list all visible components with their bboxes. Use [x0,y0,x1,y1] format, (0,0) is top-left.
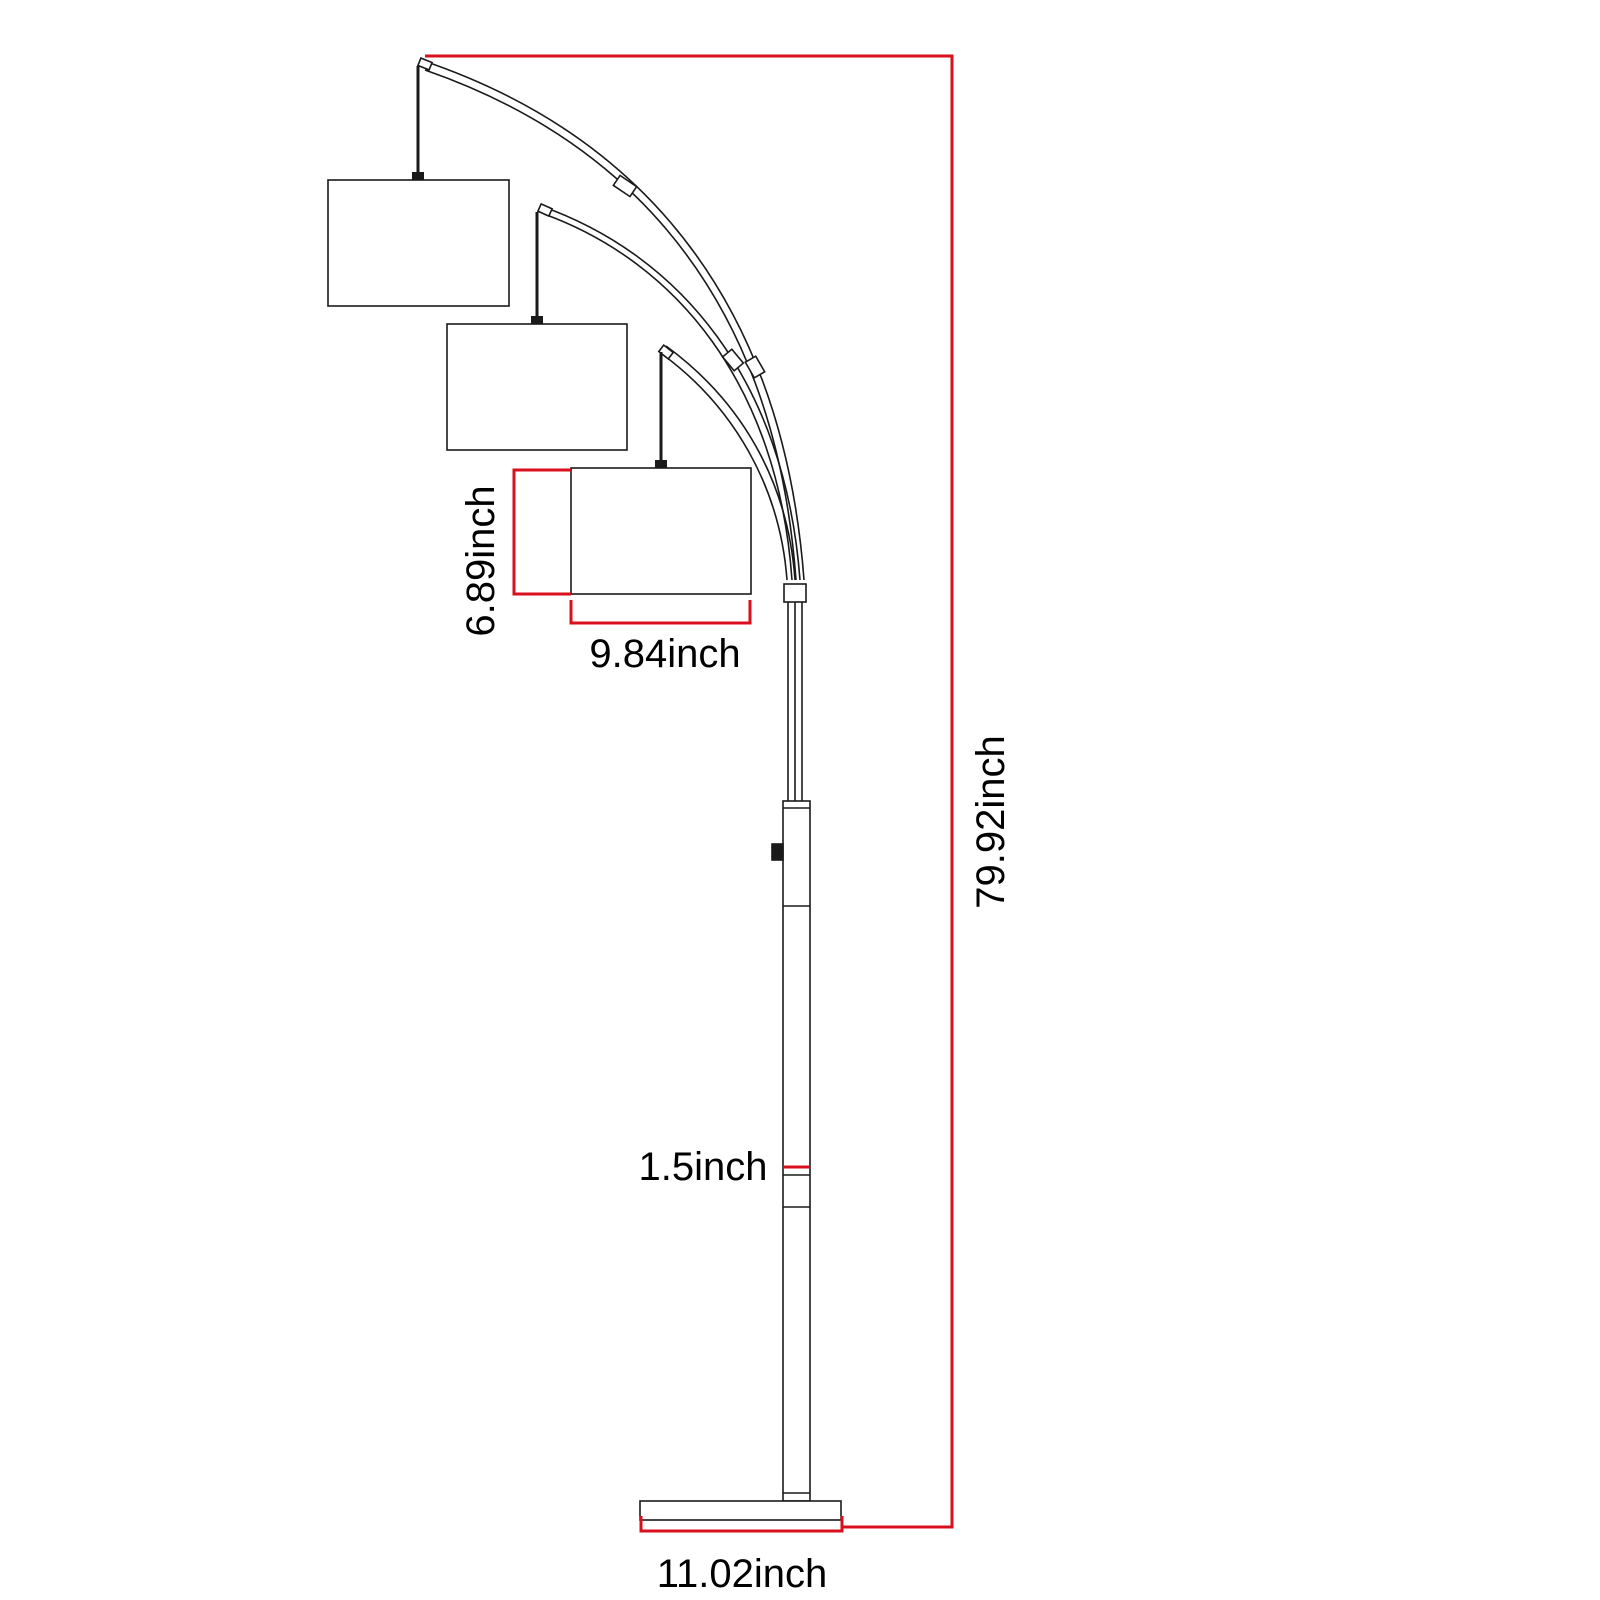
cord-caps [412,172,667,468]
overall-height-label: 79.92inch [969,735,1013,908]
main-pole [782,800,811,1502]
shade-height-bracket [512,468,571,596]
shade-width-bracket [569,600,752,625]
hanging-cords [416,66,663,461]
base-width-bracket [639,1516,844,1533]
upper-pole [787,602,803,801]
pole-diameter-label: 1.5inch [639,1145,768,1189]
shade-top [327,179,510,307]
lamp-drawing [327,57,842,1521]
overall-height-bracket [425,54,954,1529]
shade-width-label: 9.84inch [589,632,740,676]
shade-middle [446,323,628,451]
lamp-base [639,1500,842,1521]
arm-bottom [657,344,796,581]
shade-bottom [570,467,752,595]
base-width-label: 11.02inch [657,1552,828,1596]
dimension-lines [425,54,954,1533]
shade-height-label: 6.89inch [459,485,503,636]
arm-collar [783,583,807,603]
switch-knob [771,843,784,861]
